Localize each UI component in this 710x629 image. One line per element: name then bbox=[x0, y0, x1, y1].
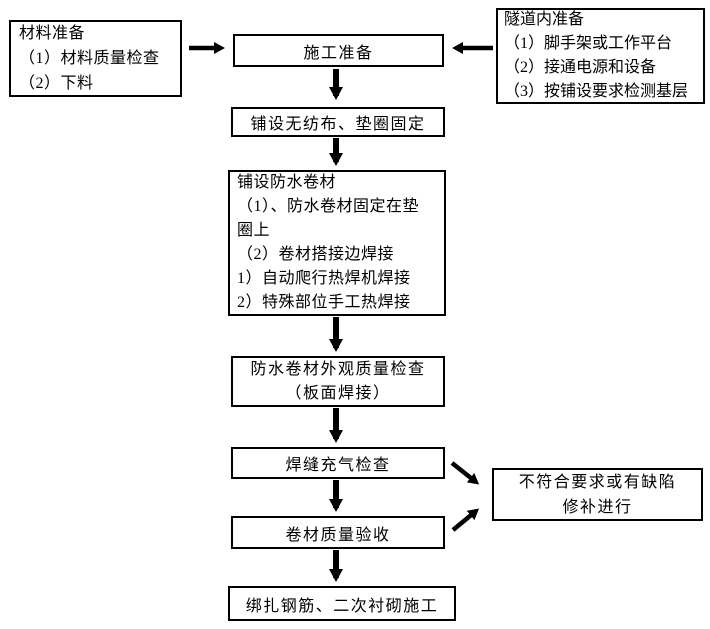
appearance-inspection-text: 防水卷材外观质量检查 （板面焊接） bbox=[250, 360, 426, 402]
geotextile-laying-text: 铺设无纺布、垫圈固定 bbox=[250, 116, 426, 133]
material-preparation-text: 材料准备 （1）材料质量检查 （2）下料 bbox=[19, 25, 160, 92]
box-material-preparation: 材料准备 （1）材料质量检查 （2）下料 bbox=[9, 20, 182, 97]
box-membrane-laying: 铺设防水卷材 （1）、防水卷材固定在垫 圈上 （2）卷材搭接边焊接 1）自动爬行… bbox=[228, 170, 446, 316]
box-geotextile-laying: 铺设无纺布、垫圈固定 bbox=[231, 107, 445, 137]
quality-acceptance-text: 卷材质量验收 bbox=[285, 526, 391, 544]
box-construction-prep: 施工准备 bbox=[233, 34, 444, 67]
box-rebar-lining: 绑扎钢筋、二次衬砌施工 bbox=[228, 586, 456, 621]
construction-prep-text: 施工准备 bbox=[303, 44, 374, 62]
arrow-weldcheck-to-defect-icon bbox=[450, 461, 480, 485]
rebar-lining-text: 绑扎钢筋、二次衬砌施工 bbox=[245, 597, 439, 615]
defect-repair-text: 不符合要求或有缺陷 修补进行 bbox=[518, 473, 677, 516]
weld-air-check-text: 焊缝充气检查 bbox=[285, 457, 391, 474]
box-appearance-inspection: 防水卷材外观质量检查 （板面焊接） bbox=[231, 356, 445, 407]
membrane-laying-text: 铺设防水卷材 （1）、防水卷材固定在垫 圈上 （2）卷材搭接边焊接 1）自动爬行… bbox=[237, 174, 420, 311]
box-tunnel-preparation: 隧道内准备 （1）脚手架或工作平台 （2）接通电源和设备 （3）按铺设要求检测基… bbox=[496, 8, 705, 104]
box-defect-repair: 不符合要求或有缺陷 修补进行 bbox=[492, 468, 703, 521]
box-weld-air-check: 焊缝充气检查 bbox=[231, 447, 445, 479]
tunnel-preparation-text: 隧道内准备 （1）脚手架或工作平台 （2）接通电源和设备 （3）按铺设要求检测基… bbox=[504, 11, 689, 100]
arrow-acceptance-to-defect-icon bbox=[451, 508, 480, 532]
box-quality-acceptance: 卷材质量验收 bbox=[231, 516, 445, 549]
